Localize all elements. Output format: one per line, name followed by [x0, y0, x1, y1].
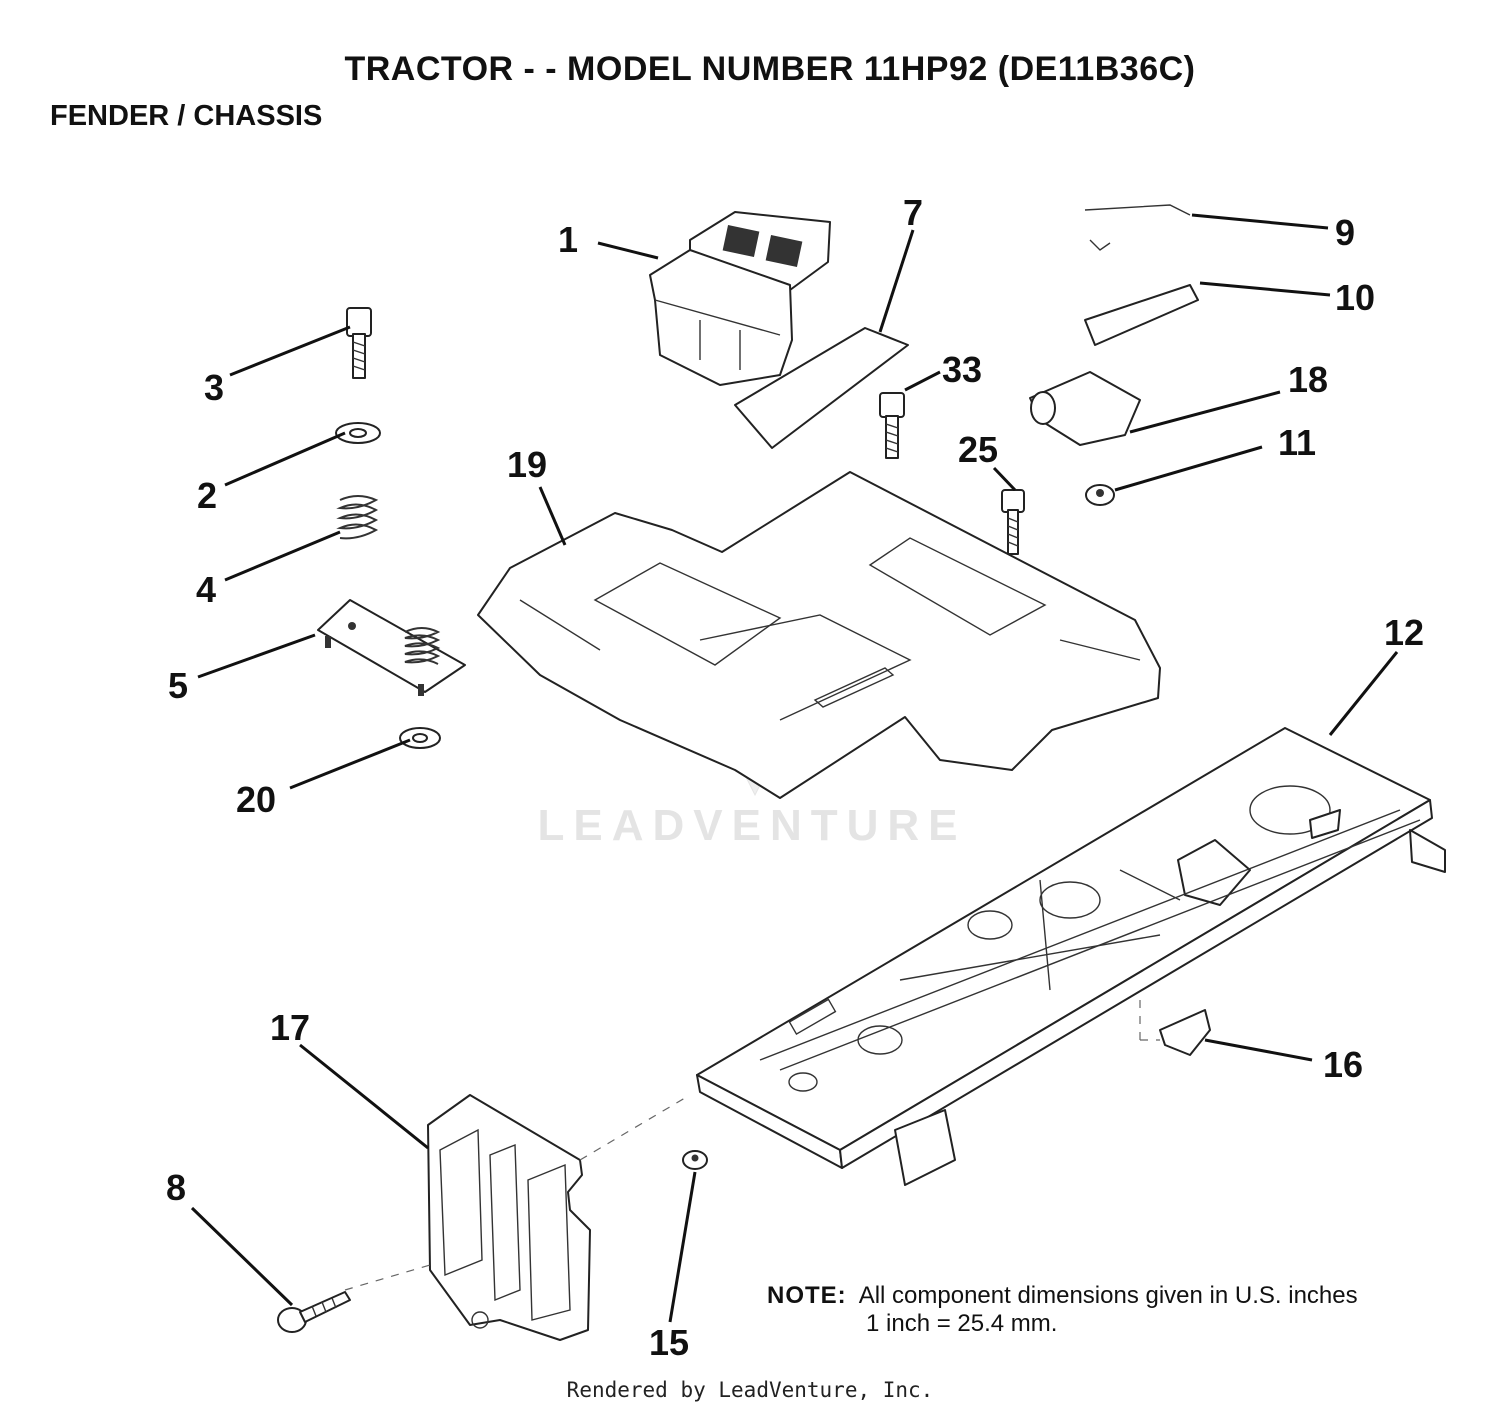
part-20-washer	[399, 727, 441, 749]
part-7-decal	[734, 327, 909, 449]
alignment-line-16-frame	[1139, 1000, 1160, 1045]
part-12-chassis-frame	[696, 727, 1446, 1186]
callout-19: 19	[507, 444, 547, 485]
part-3-bolt	[346, 307, 372, 379]
diagram-subtitle: FENDER / CHASSIS	[50, 100, 323, 132]
part-4-spring	[336, 495, 379, 540]
callout-4: 4	[196, 569, 216, 610]
render-credit-footer: Rendered by LeadVenture, Inc.	[566, 1378, 934, 1402]
alignment-line-8-17	[344, 1264, 431, 1291]
note-line-1: All component dimensions given in U.S. i…	[858, 1282, 1358, 1309]
note-line-2: 1 inch = 25.4 mm.	[866, 1310, 1058, 1337]
callout-15: 15	[649, 1322, 689, 1363]
part-10-plate	[1084, 284, 1199, 346]
callout-3: 3	[204, 367, 224, 408]
part-11-nut	[1085, 484, 1115, 506]
watermark-text: LEADVENTURE	[537, 801, 966, 850]
callout-20: 20	[236, 779, 276, 820]
callout-16: 16	[1323, 1044, 1363, 1085]
diagram-title: TRACTOR - - MODEL NUMBER 11HP92 (DE11B36…	[344, 50, 1196, 88]
part-8-bolt	[277, 1291, 351, 1333]
part-2-washer	[335, 422, 381, 444]
callout-12: 12	[1384, 612, 1424, 653]
callout-8: 8	[166, 1167, 186, 1208]
callout-11: 11	[1278, 422, 1316, 463]
callout-2: 2	[197, 475, 217, 516]
part-17-plate	[427, 1094, 591, 1341]
alignment-line-17-frame	[579, 1094, 691, 1161]
callout-9: 9	[1335, 212, 1355, 253]
callout-18: 18	[1288, 359, 1328, 400]
callout-1: 1	[558, 219, 578, 260]
part-33-bolt	[879, 392, 905, 459]
part-15-nut	[682, 1150, 708, 1170]
part-19-fender	[477, 471, 1161, 799]
leader-lines	[190, 213, 1399, 1323]
callout-25: 25	[958, 429, 998, 470]
callout-10: 10	[1335, 277, 1375, 318]
callout-17: 17	[270, 1007, 310, 1048]
dimension-note: NOTE: All component dimensions given in …	[767, 1282, 1358, 1337]
part-25-screw	[1001, 489, 1025, 555]
callout-7: 7	[903, 192, 923, 233]
callout-5: 5	[168, 665, 188, 706]
part-5-plate	[317, 599, 466, 696]
part-1-seat-box	[649, 211, 831, 386]
part-18-tube	[1029, 371, 1141, 446]
part-9-bracket	[1084, 204, 1191, 251]
part-16-block	[1159, 1009, 1211, 1056]
callout-33: 33	[942, 349, 982, 390]
note-label: NOTE:	[767, 1282, 847, 1309]
